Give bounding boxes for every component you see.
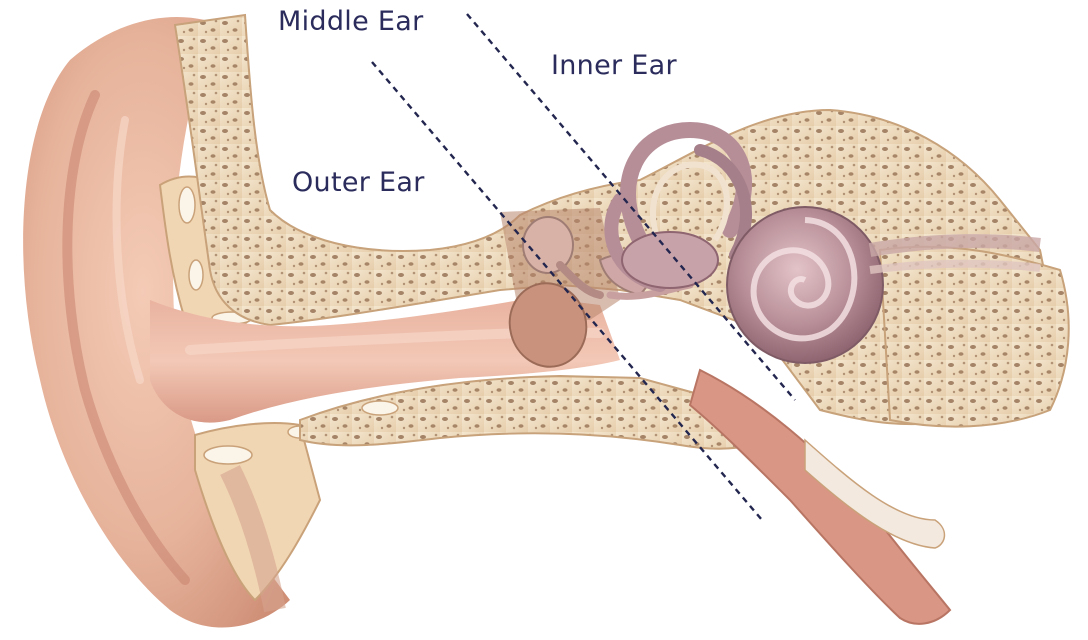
label-inner-ear: Inner Ear (551, 50, 677, 81)
label-middle-ear: Middle Ear (278, 6, 423, 37)
label-outer-ear: Outer Ear (292, 167, 425, 198)
